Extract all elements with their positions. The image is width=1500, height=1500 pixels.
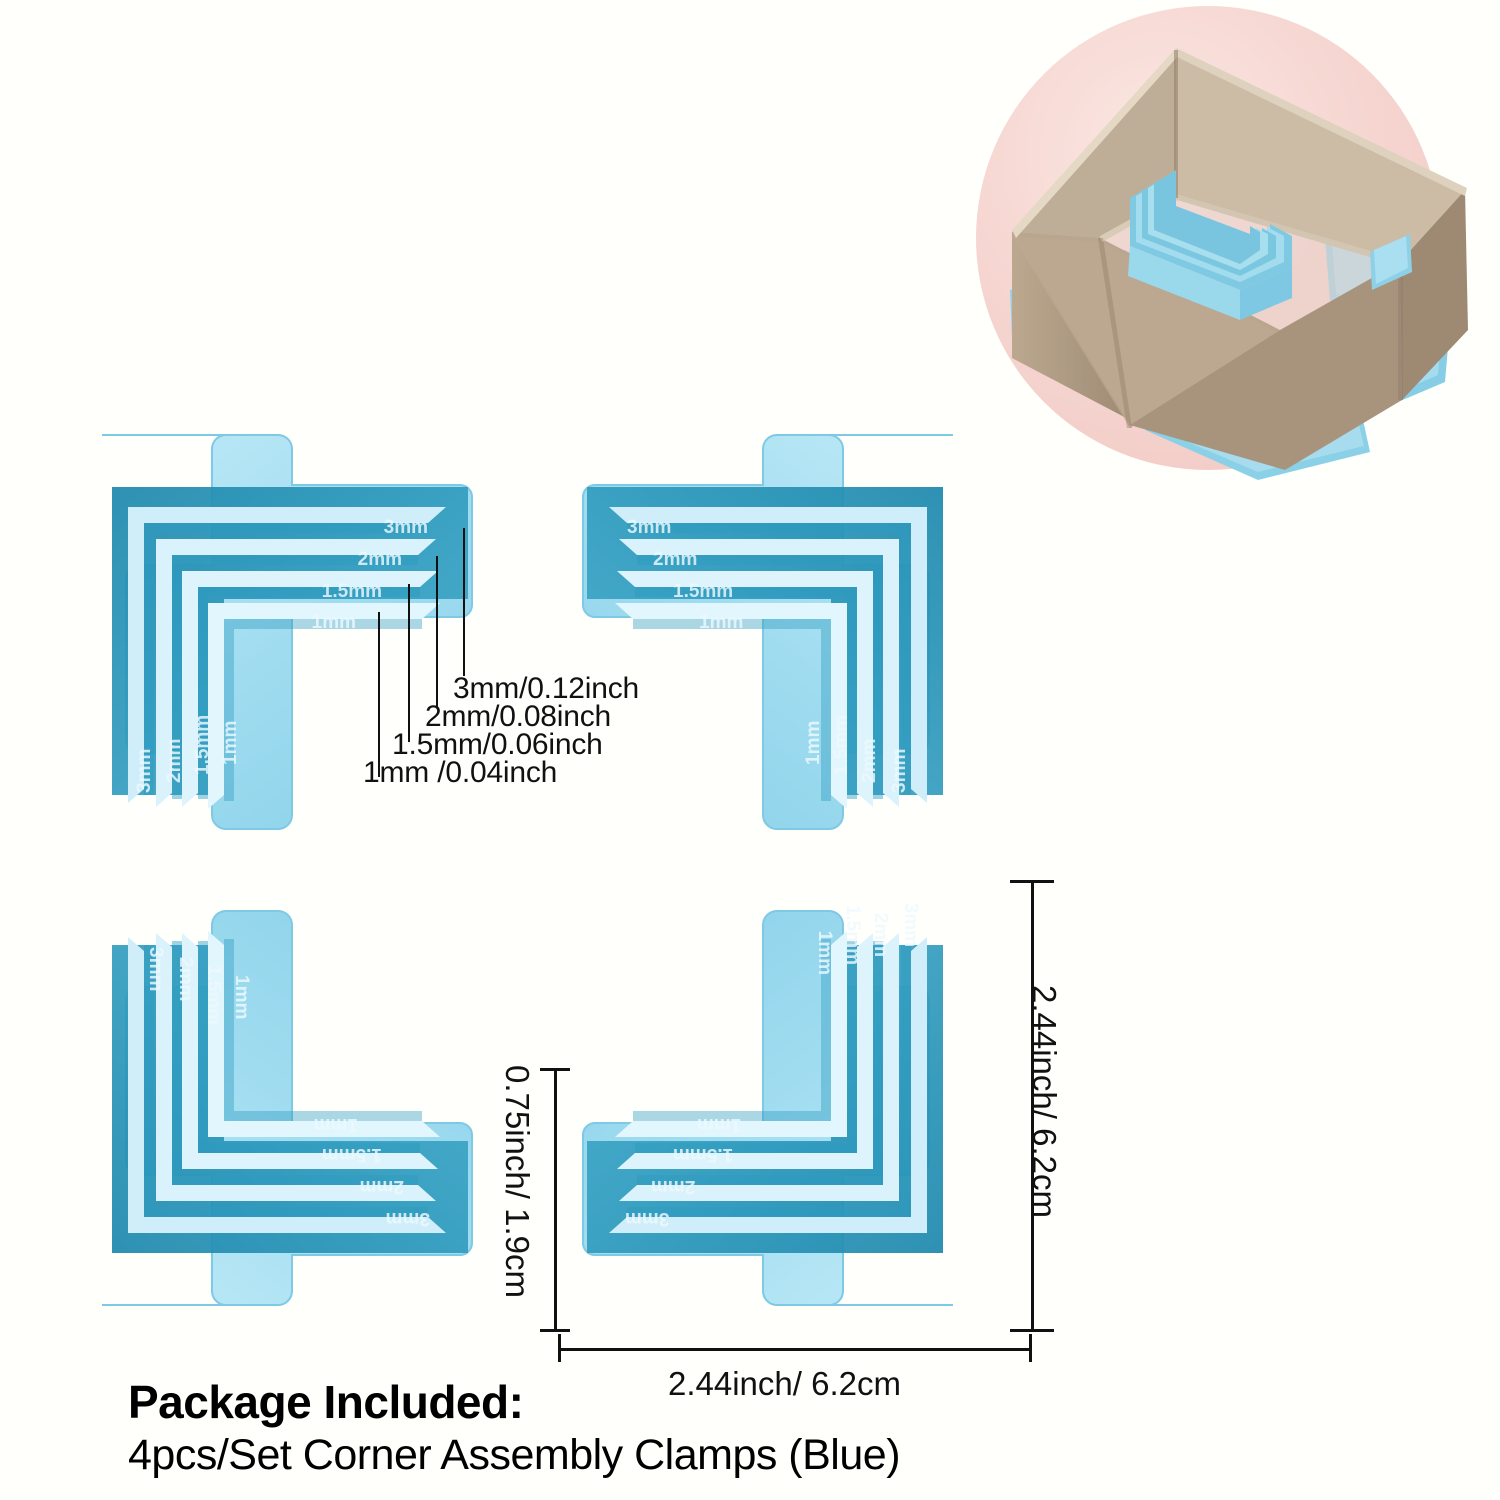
engraved-step-2mm: 2mm [360,1176,404,1197]
leader-line-1p5mm [408,584,410,742]
engraved-labels-horizontal: 3mm 2mm 1.5mm 1mm [314,1114,430,1229]
callout-2mm: 2mm/0.08inch [425,700,612,733]
engraved-step-1mm-v: 1mm [814,931,835,975]
mounting-hole [118,1268,142,1292]
inset-usage-svg [976,6,1468,480]
corner-groove-stack [587,931,943,1253]
mounting-hole [56,1206,80,1230]
engraved-step-1p5mm-v: 1.5mm [192,715,213,775]
engraved-labels-horizontal: 3mm 2mm 1.5mm 1mm [625,1114,741,1229]
leader-line-1mm [378,612,380,777]
dimension-tick-height-bottom [1010,1329,1054,1332]
inset-clamp-inner-corner [1128,170,1292,320]
inset-usage-photo [940,0,1500,480]
mounting-hole [913,448,937,472]
corner-groove-stack [112,487,468,809]
mounting-hole [975,1206,999,1230]
callout-1mm: 1mm /0.04inch [363,756,558,789]
engraved-step-2mm: 2mm [653,549,697,570]
clamp-bottom-left: 3mm 2mm 1.5mm 1mm 3mm 2mm 1.5mm 1mm [56,910,473,1306]
engraved-labels-horizontal: 3mm 2mm 1.5mm 1mm [627,517,743,633]
mounting-hole [975,510,999,534]
dimension-tick-thickness-top [540,1068,570,1071]
engraved-step-1p5mm-v: 1.5mm [842,905,863,965]
dimension-label-height: 2.44inch/ 6.2cm [1026,985,1063,1218]
engraved-labels-vertical: 3mm 2mm 1.5mm 1mm [814,903,921,975]
engraved-step-1mm: 1mm [699,612,743,633]
engraved-step-3mm-v: 3mm [145,947,166,991]
dimension-line-width [558,1348,1032,1351]
dimension-line-thickness [554,1068,557,1332]
engraved-step-2mm-v: 2mm [870,913,891,957]
engraved-step-1mm-v: 1mm [220,721,241,765]
mounting-hole [913,1268,937,1292]
callout-1p5mm: 1.5mm/0.06inch [392,728,603,761]
clamp-top-left: 3mm 2mm 1.5mm 1mm 3mm 2mm 1.5mm 1mm [56,434,473,830]
engraved-step-3mm: 3mm [384,517,428,538]
clamp-top-right: 3mm 2mm 1.5mm 1mm 3mm 2mm 1.5mm 1mm [582,434,999,830]
engraved-step-2mm: 2mm [651,1176,695,1197]
inset-clamp-right-wall [1370,234,1412,290]
package-included-title: Package Included: [128,1376,524,1428]
engraved-step-2mm-v: 2mm [859,739,880,783]
engraved-step-1mm: 1mm [312,612,356,633]
engraved-labels-vertical: 3mm 2mm 1.5mm 1mm [803,715,910,793]
engraved-labels-vertical: 3mm 2mm 1.5mm 1mm [145,947,252,1025]
engraved-step-2mm: 2mm [358,549,402,570]
engraved-step-2mm-v: 2mm [175,957,196,1001]
callout-3mm: 3mm/0.12inch [453,672,640,705]
mounting-hole [118,448,142,472]
engraved-step-1p5mm: 1.5mm [322,581,382,602]
engraved-step-1mm: 1mm [314,1114,358,1135]
dimension-tick-width-left [558,1334,561,1362]
engraved-step-1p5mm-v: 1.5mm [831,715,852,775]
leader-line-3mm [463,528,465,676]
engraved-step-3mm-v: 3mm [900,903,921,947]
engraved-step-3mm: 3mm [625,1208,669,1229]
engraved-step-3mm-v: 3mm [889,749,910,793]
engraved-step-3mm-v: 3mm [134,749,155,793]
engraved-labels-horizontal: 3mm 2mm 1.5mm 1mm [312,517,428,633]
engraved-step-2mm-v: 2mm [164,739,185,783]
package-included-block: Package Included: 4pcs/Set Corner Assemb… [128,1376,901,1479]
mounting-hole [56,510,80,534]
engraved-step-1p5mm: 1.5mm [673,1144,733,1165]
engraved-step-1mm-v: 1mm [803,721,824,765]
engraved-step-1mm-v: 1mm [231,975,252,1019]
dimension-tick-height-top [1010,880,1054,883]
dimension-label-thickness: 0.75inch/ 1.9cm [499,1065,536,1298]
dimension-line-height [1031,880,1034,1332]
engraved-step-3mm: 3mm [627,517,671,538]
clamp-bottom-right: 3mm 2mm 1.5mm 1mm 3mm 2mm 1.5mm 1mm [582,903,999,1306]
inset-cardboard-box [1012,48,1468,470]
engraved-step-1p5mm: 1.5mm [322,1144,382,1165]
engraved-labels-vertical: 3mm 2mm 1.5mm 1mm [134,715,241,793]
dimension-tick-thickness-bottom [540,1329,570,1332]
engraved-step-3mm: 3mm [386,1208,430,1229]
corner-groove-stack [587,487,943,809]
engraved-step-1p5mm-v: 1.5mm [203,965,224,1025]
engraved-step-1p5mm: 1.5mm [673,581,733,602]
dimension-label-width: 2.44inch/ 6.2cm [668,1365,901,1402]
engraved-step-1mm: 1mm [697,1114,741,1135]
leader-line-2mm [436,556,438,708]
dimension-tick-width-right [1029,1334,1032,1362]
package-included-contents: 4pcs/Set Corner Assembly Clamps (Blue) [128,1430,901,1479]
corner-groove-stack [112,931,468,1253]
